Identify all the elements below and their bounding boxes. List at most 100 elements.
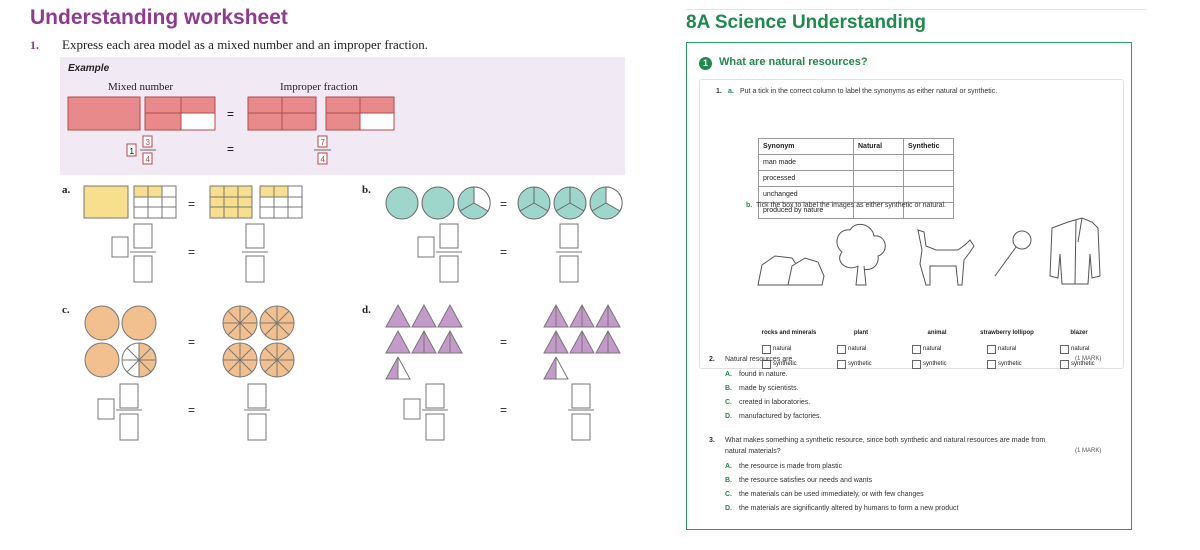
equals-d1: =: [500, 335, 507, 349]
q1b-letter: b.: [746, 202, 753, 209]
q3-text-line2: natural materials?: [725, 448, 781, 455]
th-synthetic: Synthetic: [903, 138, 954, 155]
q2-option-d[interactable]: manufactured by factories.: [739, 413, 822, 420]
question-text: Express each area model as a mixed numbe…: [62, 37, 429, 52]
part-b-models: [385, 186, 623, 220]
checkbox-lollipop-natural[interactable]: [987, 345, 996, 354]
checkbox-plant-natural[interactable]: [837, 345, 846, 354]
worksheet-title: Understanding worksheet: [30, 6, 288, 29]
example-mixed-den: 4: [146, 155, 151, 164]
image-label-plant: plant: [853, 330, 869, 336]
example-equals: =: [227, 107, 234, 121]
image-label-animal: animal: [927, 330, 947, 336]
cell-natural[interactable]: [853, 170, 904, 187]
checkbox-label: synthetic: [998, 361, 1022, 367]
cell-natural[interactable]: [853, 154, 904, 171]
checkbox-lollipop-synthetic[interactable]: [987, 360, 996, 369]
resource-images: [757, 217, 1101, 286]
q2-option-a-letter: A.: [725, 371, 732, 378]
q2-option-c-letter: C.: [725, 399, 732, 406]
q3-option-c[interactable]: the materials can be used immediately, o…: [739, 491, 924, 498]
cell-synthetic[interactable]: [903, 202, 954, 219]
image-label-lollipop: strawberry lollipop: [980, 330, 1034, 336]
q2-text: Natural resources are: [725, 356, 793, 363]
cell-synthetic[interactable]: [903, 170, 954, 187]
th-synonym: Synonym: [758, 138, 854, 155]
top-rule: [686, 9, 1146, 10]
equals-b2: =: [500, 245, 507, 259]
q3-option-d[interactable]: the materials are significantly altered …: [739, 505, 959, 512]
lollipop-icon: [994, 230, 1032, 277]
question-number: 1.: [30, 38, 39, 52]
row-produced-by-nature: produced by nature: [758, 202, 854, 219]
equals-b1: =: [500, 197, 507, 211]
table-row: produced by nature: [758, 202, 954, 219]
row-man-made: man made: [758, 154, 854, 171]
part-c-models: [84, 305, 295, 378]
checkbox-blazer-natural[interactable]: [1060, 345, 1069, 354]
q1-number: 1.: [716, 88, 722, 95]
q1b-text: Tick the box to label the images as eith…: [756, 202, 947, 209]
example-label: Example: [68, 63, 110, 74]
checkbox-label: synthetic: [773, 361, 797, 367]
table-row: unchanged: [758, 186, 954, 203]
checkbox-label: synthetic: [1071, 361, 1095, 367]
area-models: = 1 3 4 7 4 =: [67, 96, 623, 441]
section-number-badge: 1: [699, 57, 712, 70]
checkbox-label: natural: [998, 346, 1017, 352]
equals-c2: =: [188, 403, 195, 417]
q3-option-b-letter: B.: [725, 477, 732, 484]
cell-natural[interactable]: [853, 186, 904, 203]
q3-option-a[interactable]: the resource is made from plastic: [739, 463, 843, 470]
mixed-number-header: Mixed number: [108, 81, 174, 93]
q3-number: 3.: [709, 437, 715, 444]
question-1-box: 1. a. Put a tick in the correct column t…: [699, 79, 1124, 369]
part-a-models: [83, 185, 303, 219]
part-b-label: b.: [362, 184, 371, 196]
q3-option-b[interactable]: the resource satisfies our needs and wan…: [739, 477, 873, 484]
q2-option-a[interactable]: found in nature.: [739, 371, 788, 378]
example-models: [67, 96, 395, 131]
example-improper-num: 7: [321, 138, 326, 147]
checkbox-label: synthetic: [848, 361, 872, 367]
q2-mark: (1 MARK): [1075, 356, 1102, 362]
q2-option-c[interactable]: created in laboratories.: [739, 399, 811, 406]
checkbox-animal-natural[interactable]: [912, 345, 921, 354]
th-natural: Natural: [853, 138, 904, 155]
checkbox-rocks-synthetic[interactable]: [762, 360, 771, 369]
example-fraction-boxes: [126, 135, 331, 165]
checkbox-blazer-synthetic[interactable]: [1060, 360, 1069, 369]
question-panel: 1 What are natural resources? 1. a. Put …: [686, 42, 1132, 530]
rocks-icon: [757, 255, 825, 286]
cell-synthetic[interactable]: [903, 154, 954, 171]
checkbox-label: natural: [848, 346, 867, 352]
checkbox-plant-synthetic[interactable]: [837, 360, 846, 369]
understanding-worksheet: Understanding worksheet 1. Express each …: [30, 6, 625, 441]
q3-option-c-letter: C.: [725, 491, 732, 498]
equals-c1: =: [188, 335, 195, 349]
checkbox-label: natural: [1071, 346, 1090, 352]
image-label-rocks: rocks and minerals: [761, 330, 817, 336]
q1a-letter: a.: [728, 88, 734, 95]
answer-boxes: [97, 223, 594, 441]
q3-mark: (1 MARK): [1075, 448, 1102, 454]
table-row: processed: [758, 170, 954, 187]
q2-option-b[interactable]: made by scientists.: [739, 385, 799, 392]
q2-number: 2.: [709, 356, 715, 363]
checkbox-rocks-natural[interactable]: [762, 345, 771, 354]
checkbox-animal-synthetic[interactable]: [912, 360, 921, 369]
synonym-table: Synonym Natural Synthetic man made proce…: [758, 138, 954, 219]
checkbox-label: natural: [773, 346, 792, 352]
science-understanding: 8A Science Understanding 1 What are natu…: [670, 0, 1200, 550]
checkbox-label: natural: [923, 346, 942, 352]
equals-d2: =: [500, 403, 507, 417]
part-a-label: a.: [62, 184, 71, 196]
q2-option-b-letter: B.: [725, 385, 732, 392]
row-unchanged: unchanged: [758, 186, 854, 203]
equals-a1: =: [188, 197, 195, 211]
example-improper-den: 4: [321, 155, 326, 164]
table-header-row: Synonym Natural Synthetic: [758, 138, 954, 155]
q3-option-a-letter: A.: [725, 463, 732, 470]
cell-synthetic[interactable]: [903, 186, 954, 203]
q3-text-line1: What makes something a synthetic resourc…: [725, 437, 1046, 444]
